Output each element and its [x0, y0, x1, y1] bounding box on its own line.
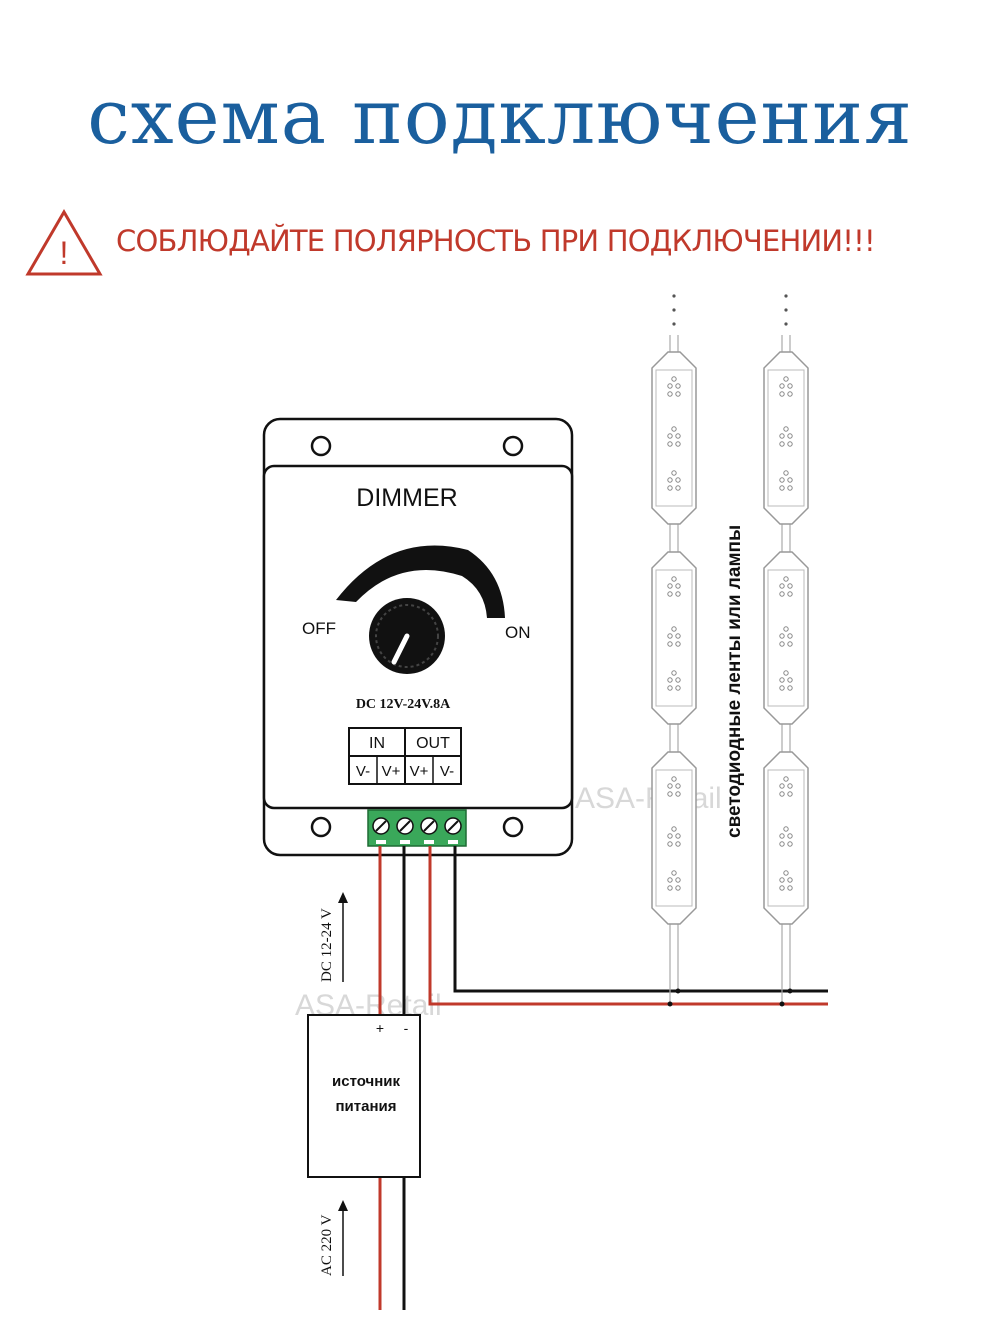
mount-hole-icon: [310, 435, 332, 457]
led-module-icon: [763, 751, 809, 925]
arrow-up-icon: [338, 892, 348, 903]
on-label: ON: [505, 623, 531, 642]
brightness-arc-icon: [336, 545, 505, 618]
dimmer-name: DIMMER: [356, 484, 457, 512]
pin-label: V+: [410, 763, 429, 780]
psu-plus: +: [376, 1020, 384, 1036]
svg-text:DC 12-24 V: DC 12-24 V: [319, 908, 335, 982]
warning-text: СОБЛЮДАЙТЕ ПОЛЯРНОСТЬ ПРИ ПОДКЛЮЧЕНИИ!!!: [116, 224, 876, 258]
mount-hole-icon: [502, 816, 524, 838]
svg-text:AC 220 V: AC 220 V: [319, 1214, 335, 1276]
led-module-icon: [763, 551, 809, 725]
watermark: ASA-Retail: [575, 782, 722, 815]
dimmer-knob[interactable]: [369, 598, 445, 674]
arrow-up-icon: [338, 1200, 348, 1211]
page-title: схема подключения: [87, 72, 913, 161]
psu-label-line1: источник: [332, 1073, 400, 1090]
pin-label: V+: [382, 763, 401, 780]
warning-banner: ! СОБЛЮДАЙТЕ ПОЛЯРНОСТЬ ПРИ ПОДКЛЮЧЕНИИ!…: [24, 208, 984, 278]
psu-minus: -: [404, 1020, 409, 1036]
pin-label: V-: [356, 763, 370, 780]
led-chain: [763, 294, 809, 1007]
warning-exclamation: !: [60, 235, 69, 271]
warning-triangle-icon: !: [25, 209, 103, 276]
led-chain: [651, 294, 697, 1007]
out-label: OUT: [416, 735, 450, 752]
led-module-icon: [651, 351, 697, 525]
pin-label: V-: [440, 763, 454, 780]
led-strips-label: светодиодные ленты или лампы: [724, 525, 745, 838]
wires: [378, 846, 828, 1310]
psu-label-line2: питания: [335, 1098, 396, 1115]
dc-voltage-label: DC 12-24 V: [319, 892, 348, 982]
off-label: OFF: [302, 619, 336, 638]
led-strips: [651, 294, 809, 1007]
mount-hole-icon: [502, 435, 524, 457]
in-label: IN: [369, 735, 385, 752]
ac-voltage-label: AC 220 V: [319, 1200, 348, 1276]
mount-hole-icon: [310, 816, 332, 838]
knob-pointer-icon: [391, 633, 410, 665]
dimmer-spec: DC 12V-24V.8A: [356, 697, 451, 712]
pin-table: IN OUT V- V+ V+ V-: [348, 727, 462, 785]
terminal-block[interactable]: [367, 809, 467, 847]
led-module-icon: [651, 751, 697, 925]
led-module-icon: [763, 351, 809, 525]
led-module-icon: [651, 551, 697, 725]
power-supply: + - источник питания: [307, 1014, 421, 1178]
dimmer-module: DIMMER OFF ON DC 12V-24V.8A IN OUT V- V+…: [262, 417, 574, 857]
